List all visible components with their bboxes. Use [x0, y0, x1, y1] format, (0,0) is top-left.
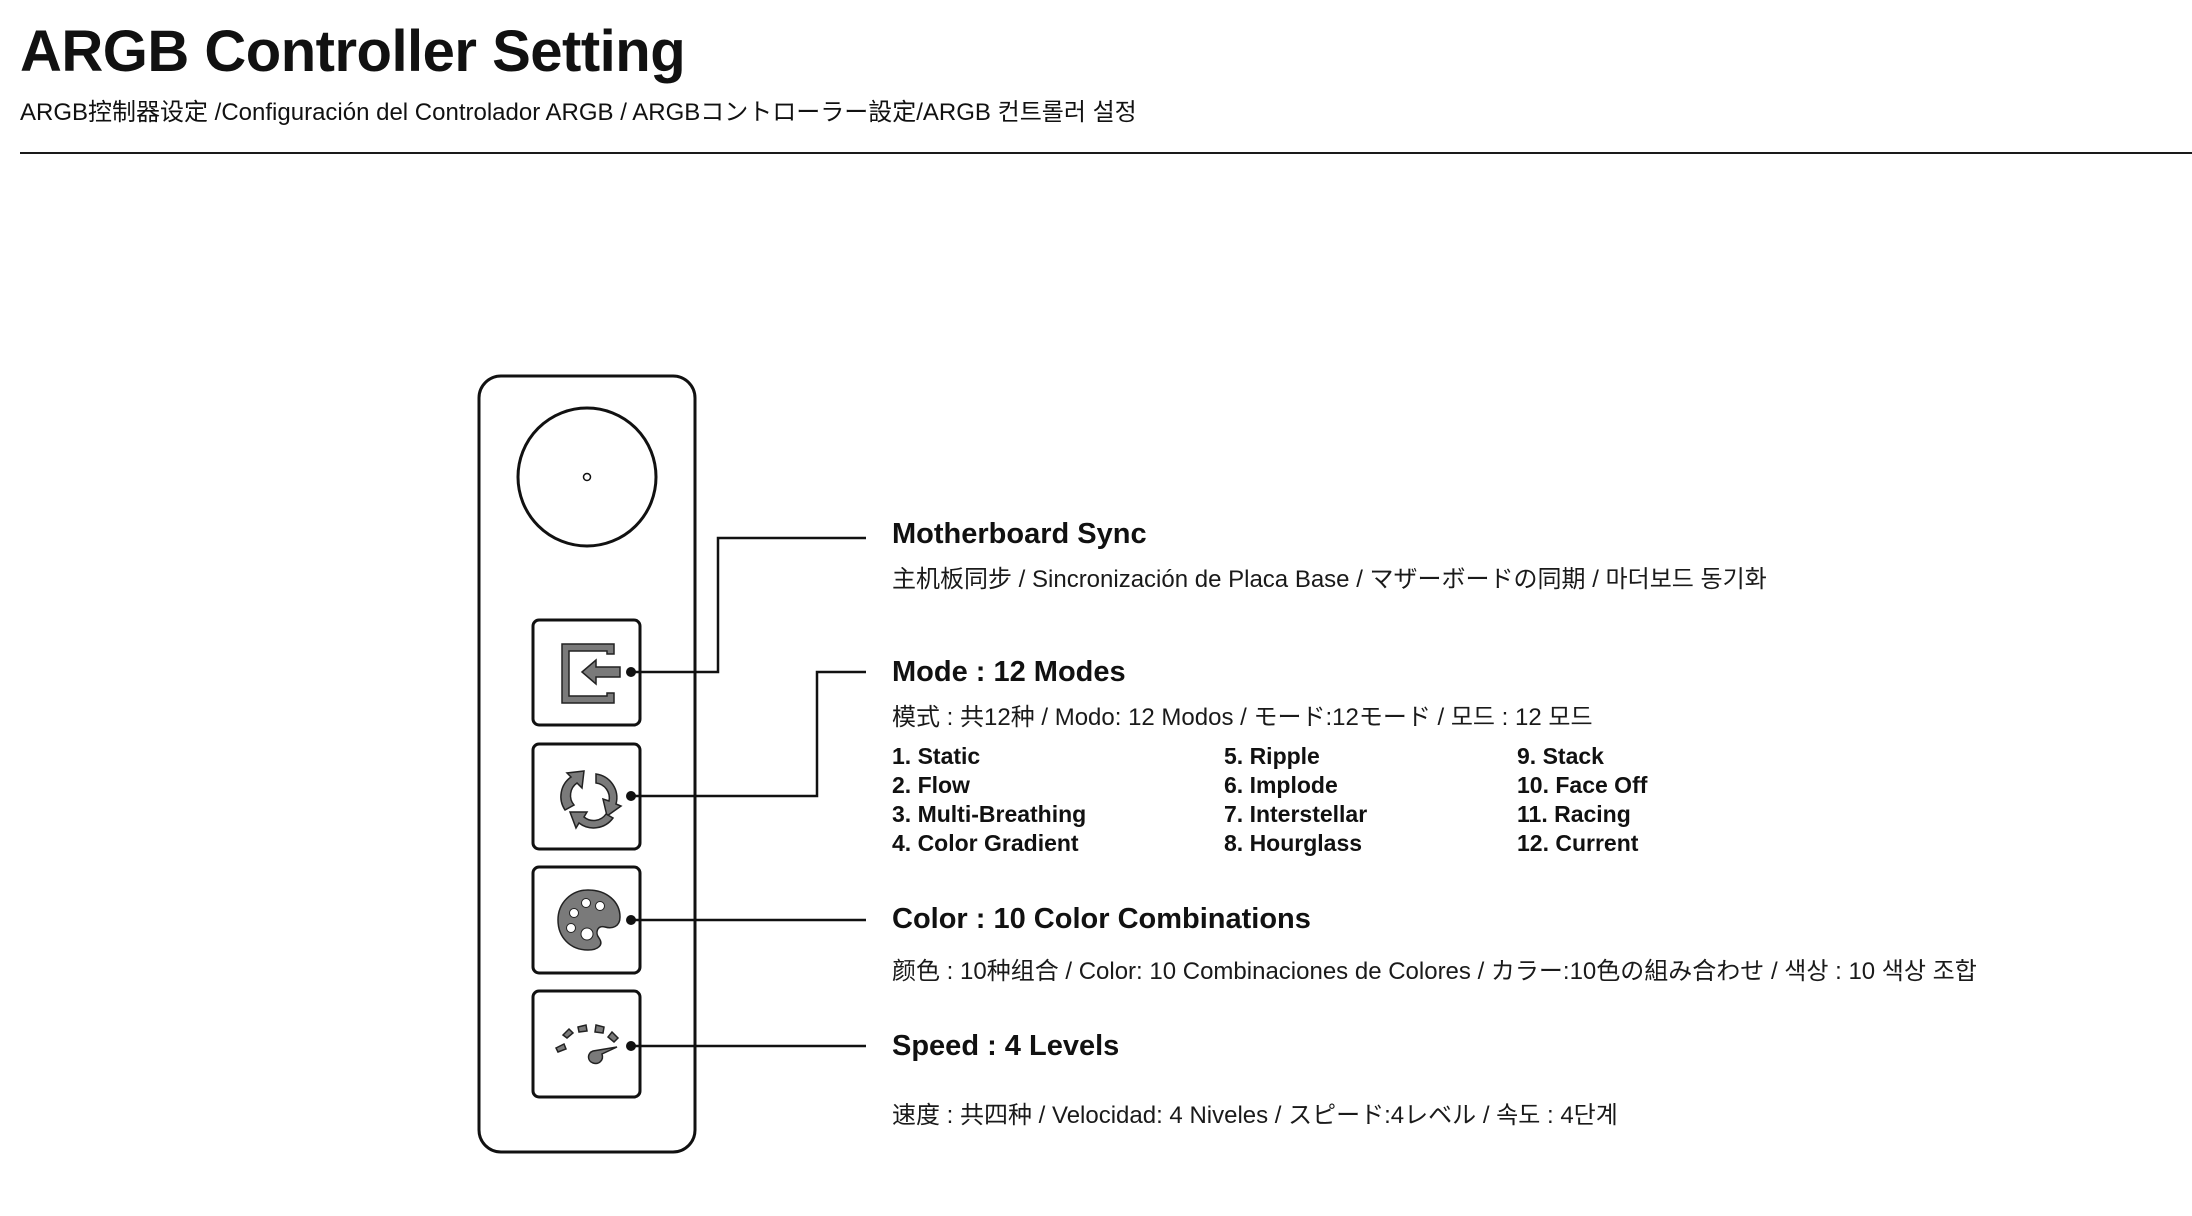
page-subtitle: ARGB控制器设定 /Configuración del Controlador…: [20, 99, 1137, 126]
mode-item: 4. Color Gradient: [892, 830, 1079, 856]
controller-body: [477, 374, 697, 1154]
mode-item: 6. Implode: [1224, 772, 1338, 798]
mode-list-col-3: 9. Stack 10. Face Off 11. Racing 12. Cur…: [1517, 742, 1647, 858]
mode-item: 9. Stack: [1517, 743, 1604, 769]
sync-description: 主机板同步 / Sincronización de Placa Base / マ…: [892, 566, 1767, 593]
palette-icon: [557, 889, 621, 951]
mode-item: 7. Interstellar: [1224, 801, 1368, 827]
color-heading: Color : 10 Color Combinations: [892, 903, 1311, 935]
exit-icon: [561, 643, 621, 704]
mode-button[interactable]: [531, 742, 642, 851]
speedometer-icon: [554, 1024, 620, 1065]
speed-description: 速度 : 共四种 / Velocidad: 4 Niveles / スピード:4…: [892, 1102, 1618, 1129]
color-button[interactable]: [531, 865, 642, 975]
mode-item: 8. Hourglass: [1224, 830, 1363, 856]
mode-item: 10. Face Off: [1517, 772, 1648, 798]
mode-description: 模式 : 共12种 / Modo: 12 Modos / モード:12モード /…: [892, 704, 1593, 731]
sync-heading: Motherboard Sync: [892, 518, 1147, 550]
page-title: ARGB Controller Setting: [20, 19, 686, 84]
mode-item: 11. Racing: [1517, 801, 1631, 827]
speed-heading: Speed : 4 Levels: [892, 1030, 1120, 1062]
mode-item: 1. Static: [892, 743, 981, 769]
dial-knob[interactable]: [516, 406, 658, 548]
mode-item: 5. Ripple: [1224, 743, 1320, 769]
mode-item: 12. Current: [1517, 830, 1639, 856]
sync-leader: [631, 536, 866, 674]
mode-leader: [631, 670, 866, 798]
header-divider: [20, 152, 2192, 154]
leader-lines: [631, 536, 866, 1048]
speed-button[interactable]: [531, 989, 642, 1099]
leader-dots: [626, 667, 636, 1051]
mode-heading: Mode : 12 Modes: [892, 656, 1126, 688]
mode-list-col-1: 1. Static 2. Flow 3. Multi-Breathing 4. …: [892, 742, 1086, 858]
mode-item: 3. Multi-Breathing: [892, 801, 1087, 827]
color-description: 颜色 : 10种组合 / Color: 10 Combinaciones de …: [892, 958, 1977, 985]
mode-list-col-2: 5. Ripple 6. Implode 7. Interstellar 8. …: [1224, 742, 1367, 858]
cycle-arrows-icon: [560, 770, 623, 830]
mode-item: 2. Flow: [892, 772, 970, 798]
sync-button[interactable]: [531, 618, 642, 727]
